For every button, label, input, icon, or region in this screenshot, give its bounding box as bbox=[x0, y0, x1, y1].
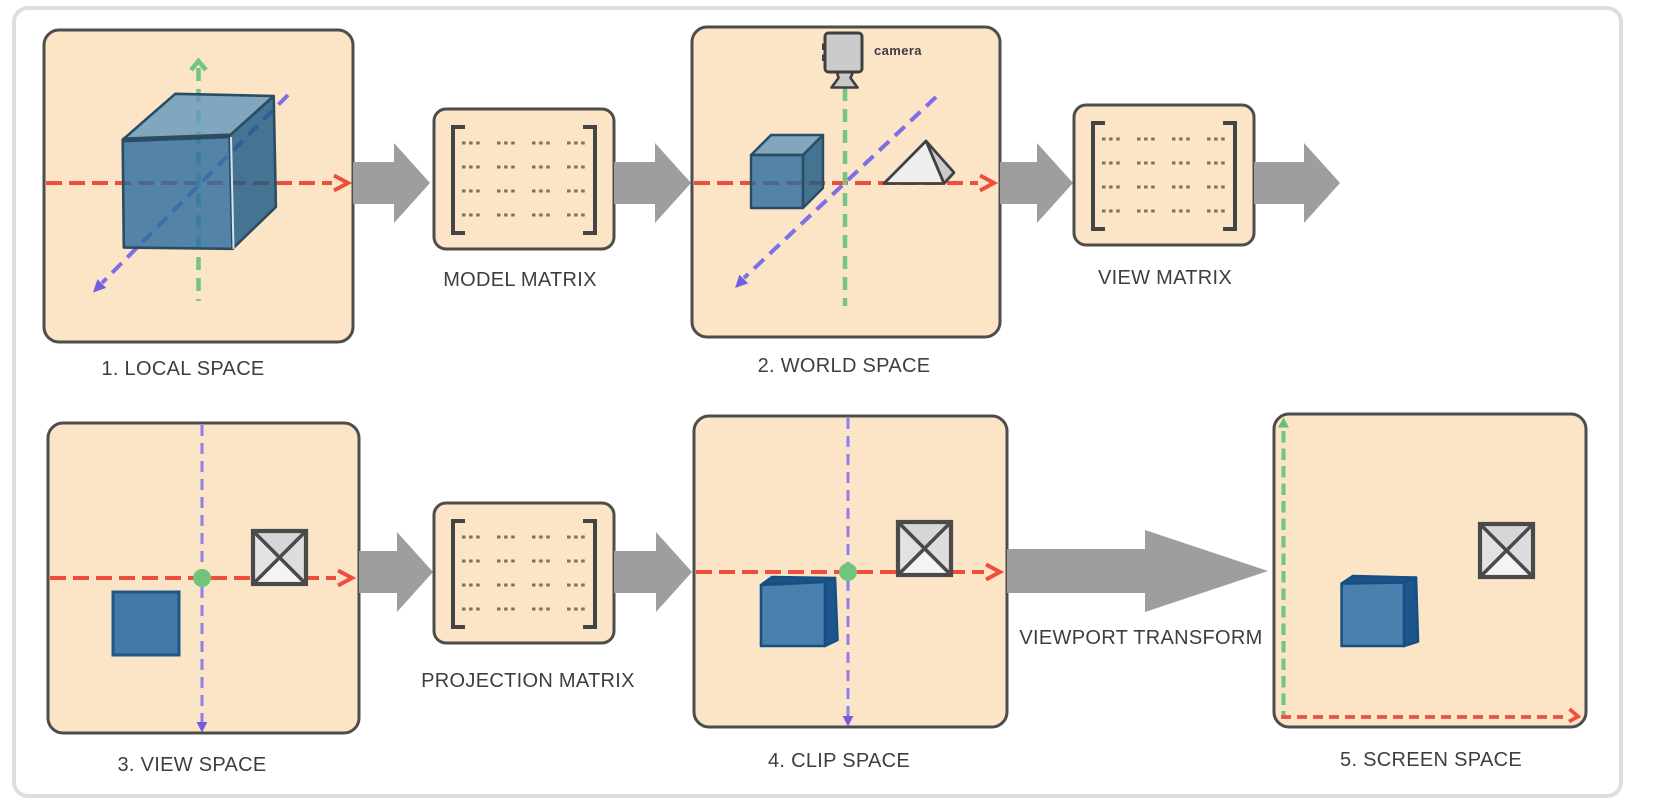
svg-text:MODEL MATRIX: MODEL MATRIX bbox=[443, 269, 597, 291]
svg-text:VIEWPORT TRANSFORM: VIEWPORT TRANSFORM bbox=[1019, 627, 1262, 649]
svg-text:3. VIEW SPACE: 3. VIEW SPACE bbox=[117, 754, 266, 776]
svg-text:camera: camera bbox=[874, 43, 922, 58]
svg-text:PROJECTION MATRIX: PROJECTION MATRIX bbox=[421, 670, 635, 692]
svg-text:4. CLIP SPACE: 4. CLIP SPACE bbox=[768, 750, 910, 772]
svg-text:VIEW MATRIX: VIEW MATRIX bbox=[1098, 267, 1232, 289]
svg-text:5. SCREEN SPACE: 5. SCREEN SPACE bbox=[1340, 749, 1522, 771]
svg-text:2. WORLD SPACE: 2. WORLD SPACE bbox=[758, 355, 931, 377]
svg-text:1. LOCAL SPACE: 1. LOCAL SPACE bbox=[101, 358, 264, 380]
